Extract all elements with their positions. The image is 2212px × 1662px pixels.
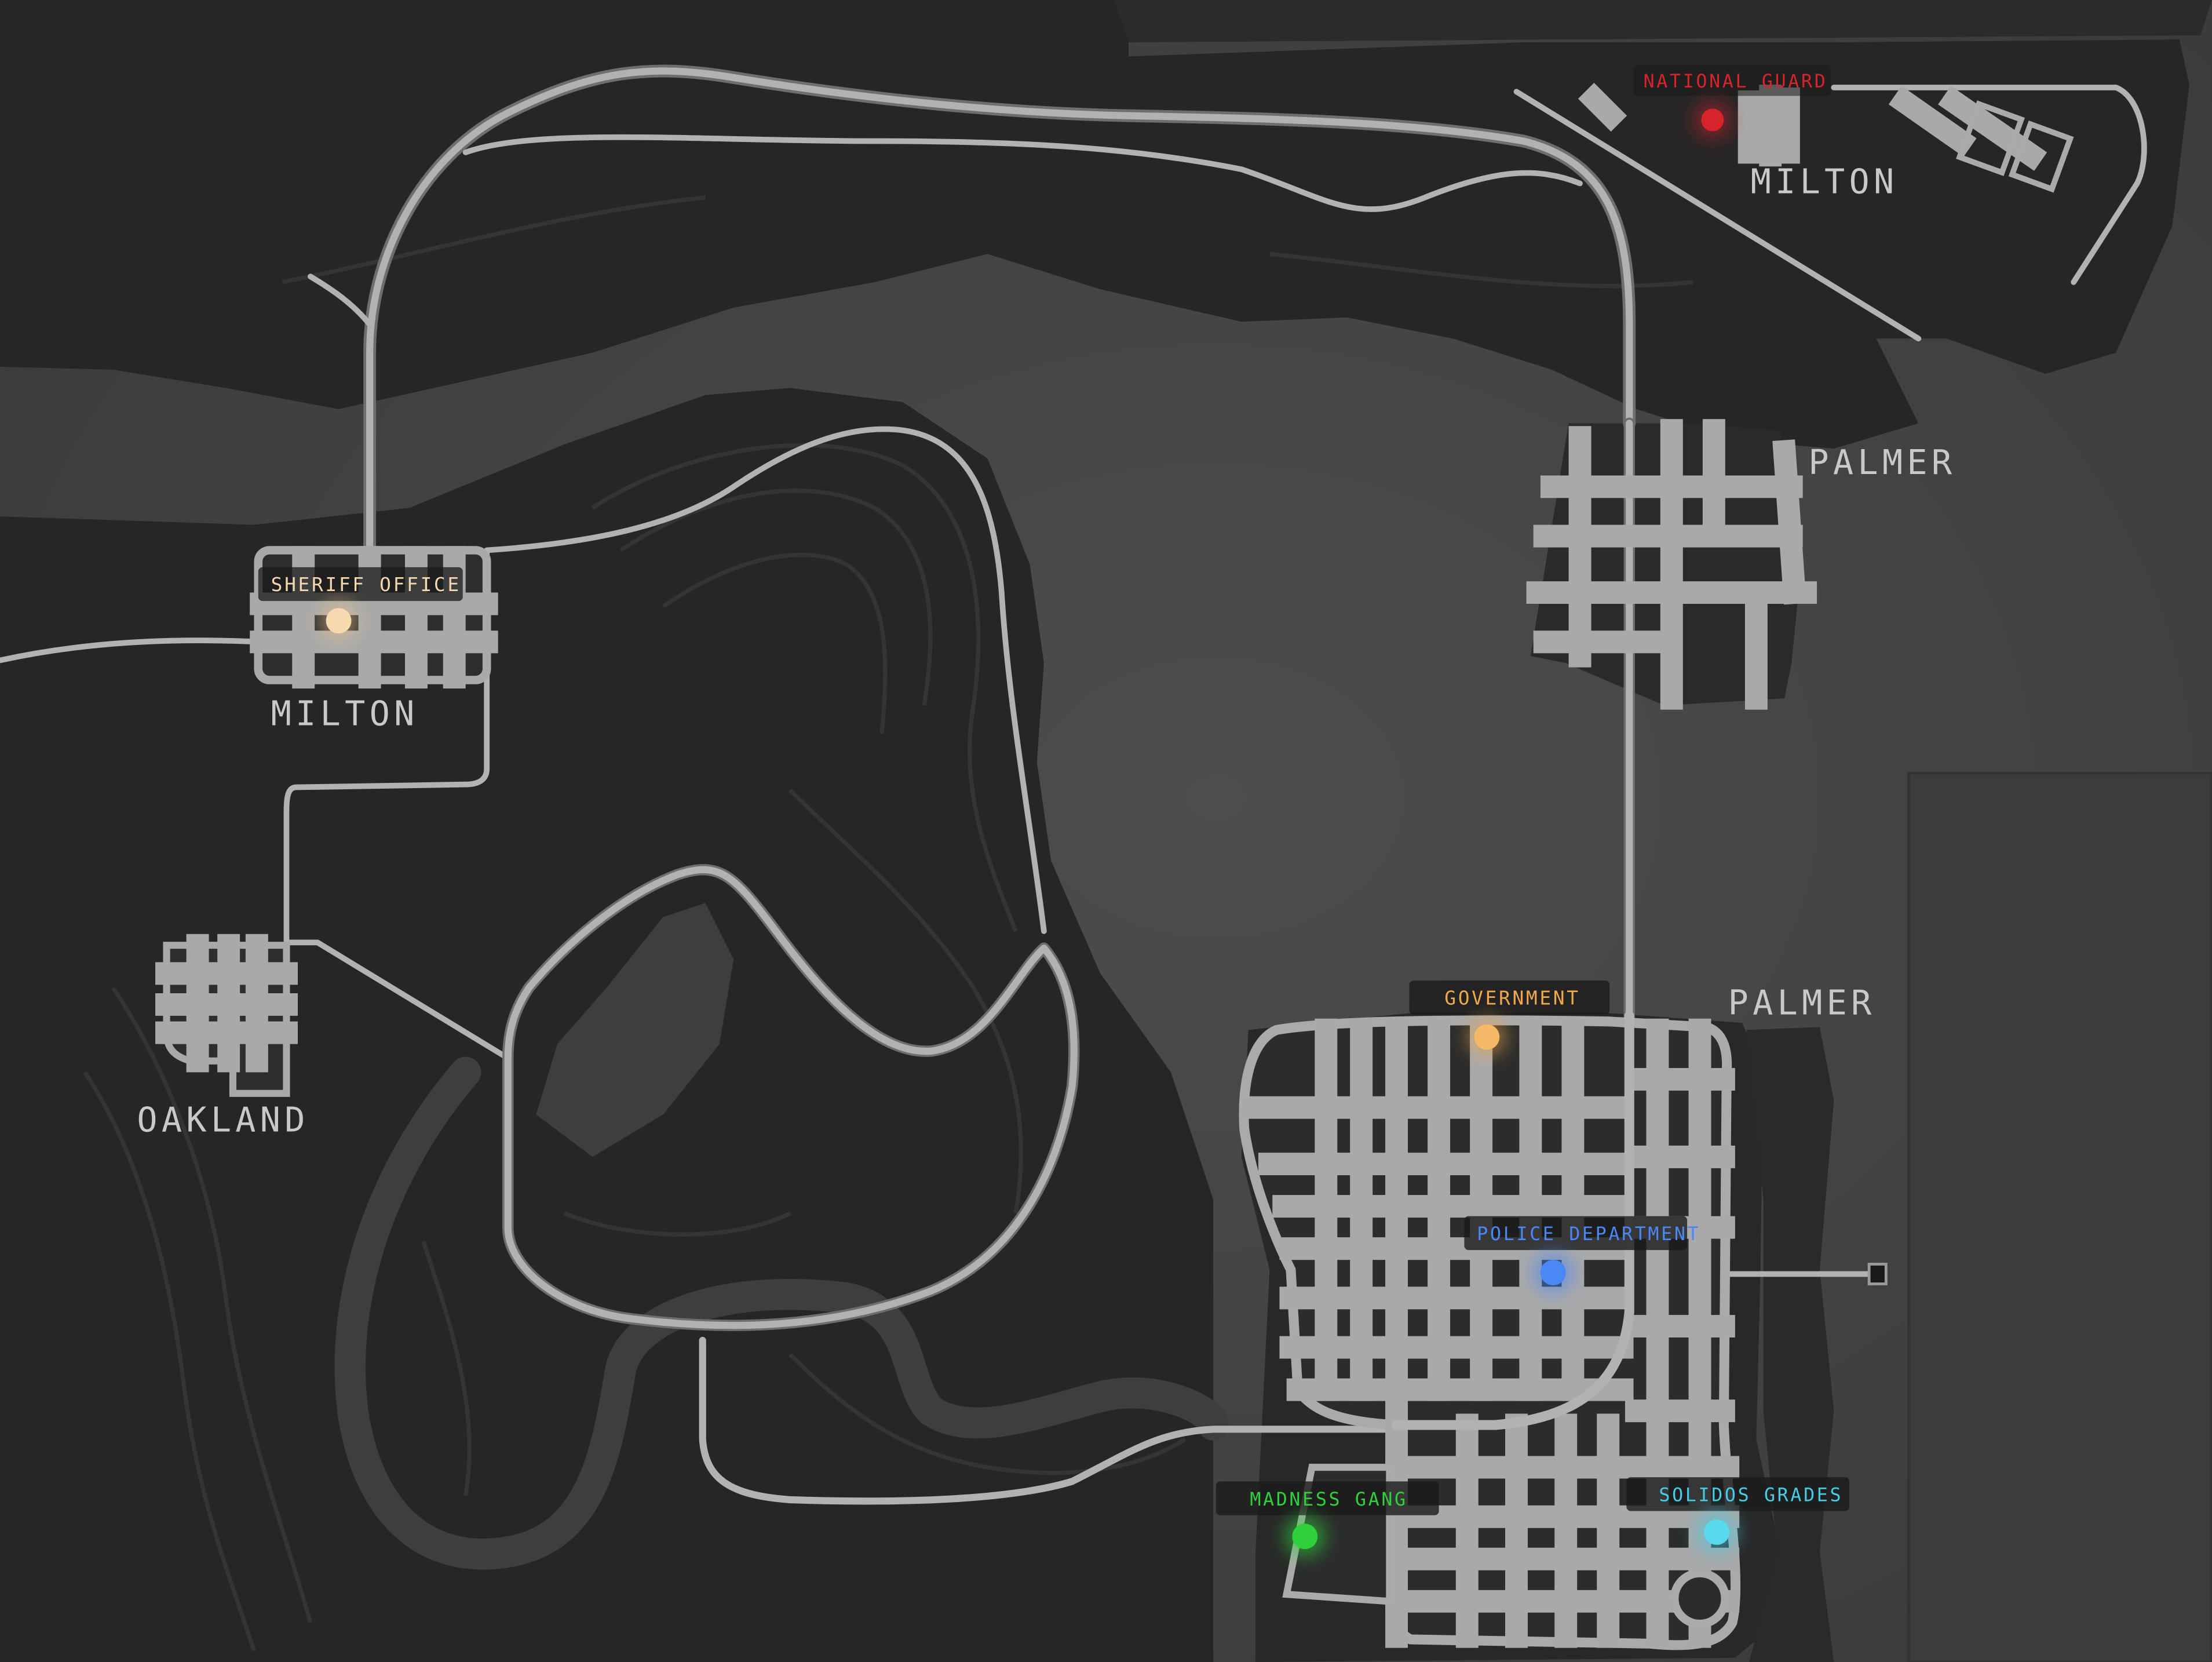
palmer-north-town [1526,419,1817,710]
north-ridge [0,0,2212,43]
poi-label-government: GOVERNMENT [1444,986,1580,1009]
location-dot-icon[interactable] [1701,108,1724,132]
district-label-palmer-south: PALMER [1728,983,1876,1023]
district-label-milton-north: MILTON [1751,162,1899,202]
location-dot-icon[interactable] [1292,1524,1318,1550]
north-landmass [0,0,2189,449]
district-label-milton-west: MILTON [271,694,419,733]
district-labels: MILTON PALMER MILTON OAKLAND PALMER [137,162,1956,1140]
poi-label-police-department: POLICE DEPARTMENT [1477,1224,1700,1245]
location-dot-icon[interactable] [1540,1260,1566,1285]
poi-sheriff-office[interactable]: SHERIFF OFFICE [258,567,463,641]
poi-label-background [258,567,463,602]
poi-label-national-guard: NATIONAL GUARD [1644,71,1828,92]
location-dot-icon[interactable] [326,608,352,634]
location-dot-icon[interactable] [1474,1024,1500,1050]
poi-solidos-grades[interactable]: SOLIDOS GRADES [1626,1477,1850,1554]
oakland-town [155,934,298,1097]
poi-national-guard[interactable]: NATIONAL GUARD [1633,64,1831,140]
poi-label-background [1215,1481,1439,1515]
poi-markers: NATIONAL GUARD SHERIFF OFFICE GOVERNMENT… [258,64,1850,1558]
poi-label-background [1626,1477,1850,1511]
national-guard-compound [1578,82,2074,193]
district-label-oakland: OAKLAND [137,1100,309,1140]
road-network [0,64,2147,1505]
poi-label-sheriff-office: SHERIFF OFFICE [271,573,461,596]
poi-police-department[interactable]: POLICE DEPARTMENT [1464,1216,1700,1294]
palmer-south-city [1239,1011,1741,1650]
poi-label-background [1409,981,1610,1015]
central-lake [536,903,734,1157]
poi-madness-gang[interactable]: MADNESS GANG [1215,1481,1439,1558]
district-label-palmer-north: PALMER [1808,443,1956,482]
poi-government[interactable]: GOVERNMENT [1409,981,1610,1057]
poi-label-madness-gang: MADNESS GANG [1250,1489,1407,1510]
poi-label-background [1633,64,1831,96]
poi-label-background [1464,1216,1688,1251]
poi-label-solidos-grades: SOLIDOS GRADES [1659,1485,1843,1506]
location-dot-icon[interactable] [1704,1519,1730,1545]
offshore-zone [1907,771,2212,1662]
river-bend [334,1056,1229,1570]
